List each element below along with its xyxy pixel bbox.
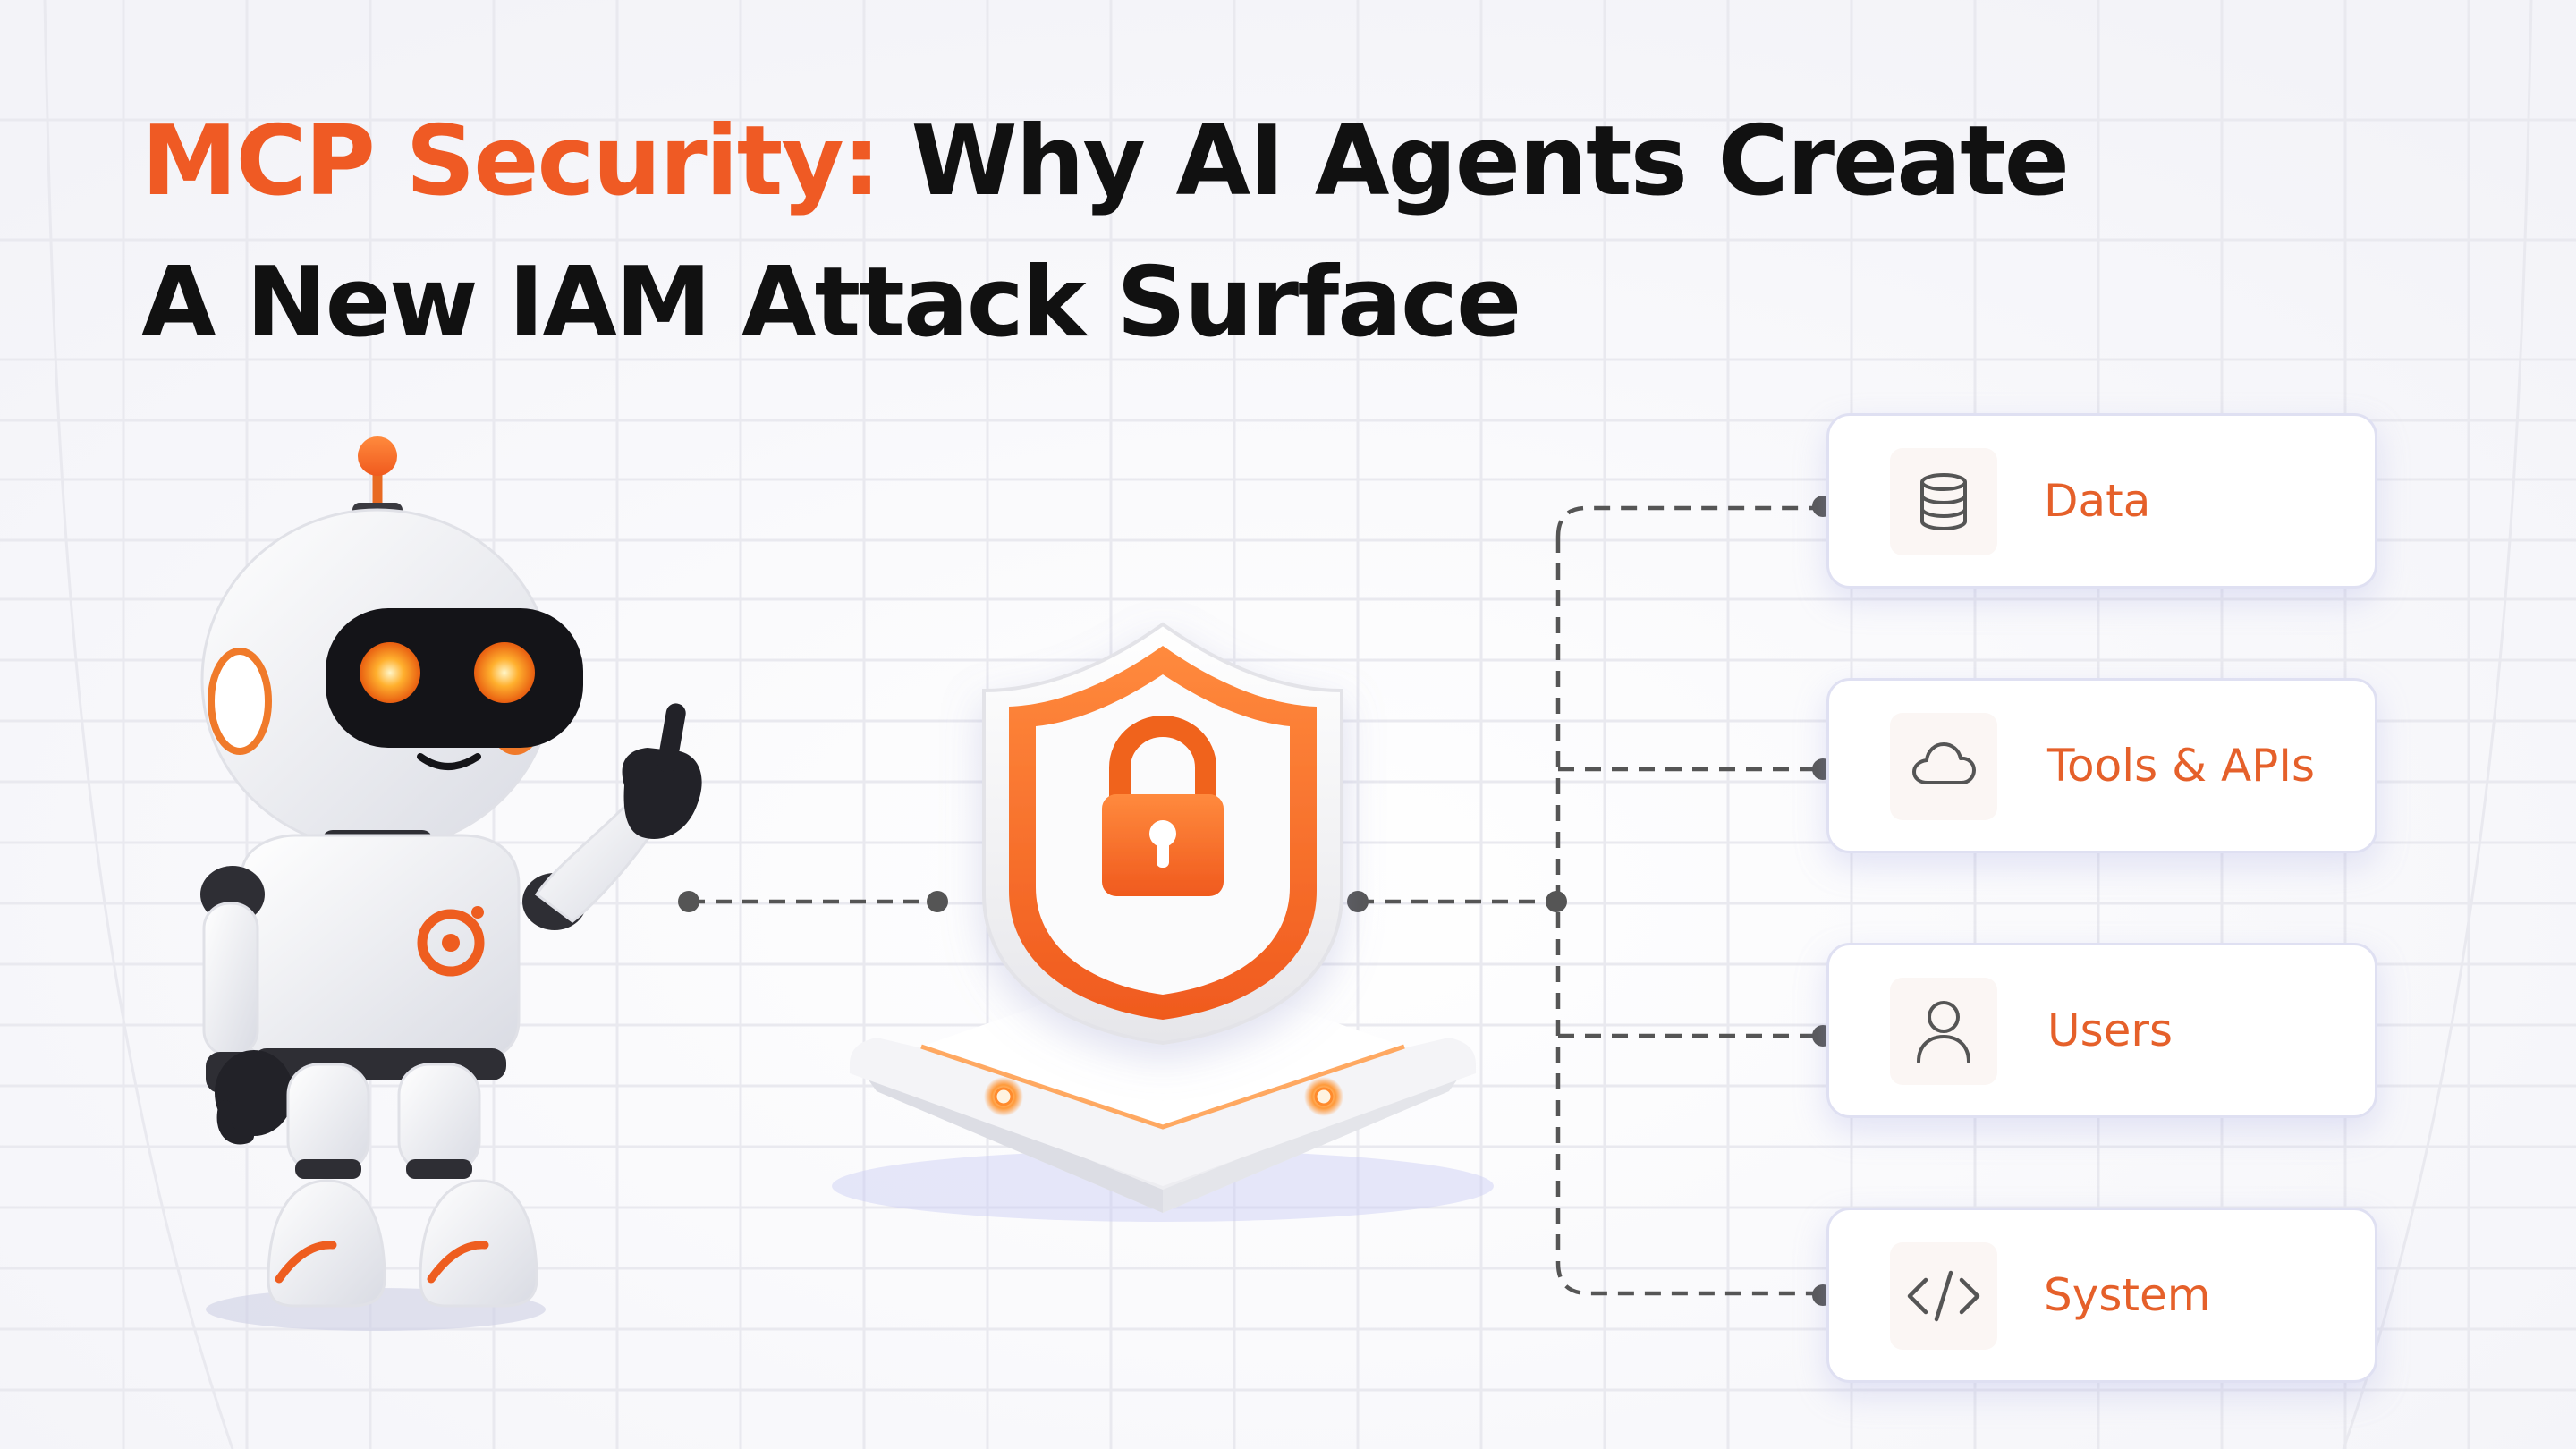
card-label-system: System [2044,1269,2211,1321]
title-line-1: MCP Security: Why AI Agents Create [141,95,2070,229]
card-label-users: Users [2047,1004,2174,1056]
shield-lock-icon [982,622,1343,1046]
user-icon [1917,1001,1970,1063]
icon-box [1890,448,1997,555]
card-users: Users [1826,943,2377,1118]
title-rest: Why AI Agents Create [911,106,2070,217]
icon-box [1890,978,1997,1085]
database-icon [1920,473,1967,531]
icon-box [1890,713,1997,820]
connector-lines [689,505,1821,1296]
code-icon [1907,1270,1980,1322]
cloud-icon [1912,742,1976,784]
card-label-data: Data [2044,475,2151,527]
title-line-2: A New IAM Attack Surface [141,247,1521,359]
card-data: Data [1826,413,2377,589]
robot-icon [200,436,702,1331]
pedestal [832,962,1494,1222]
icon-box [1890,1242,1997,1350]
title-accent: MCP Security: [141,106,881,217]
card-system: System [1826,1208,2377,1383]
card-label-tools-apis: Tools & APIs [2047,740,2316,792]
card-tools-apis: Tools & APIs [1826,678,2377,853]
connector-trunk [1555,505,1821,1296]
